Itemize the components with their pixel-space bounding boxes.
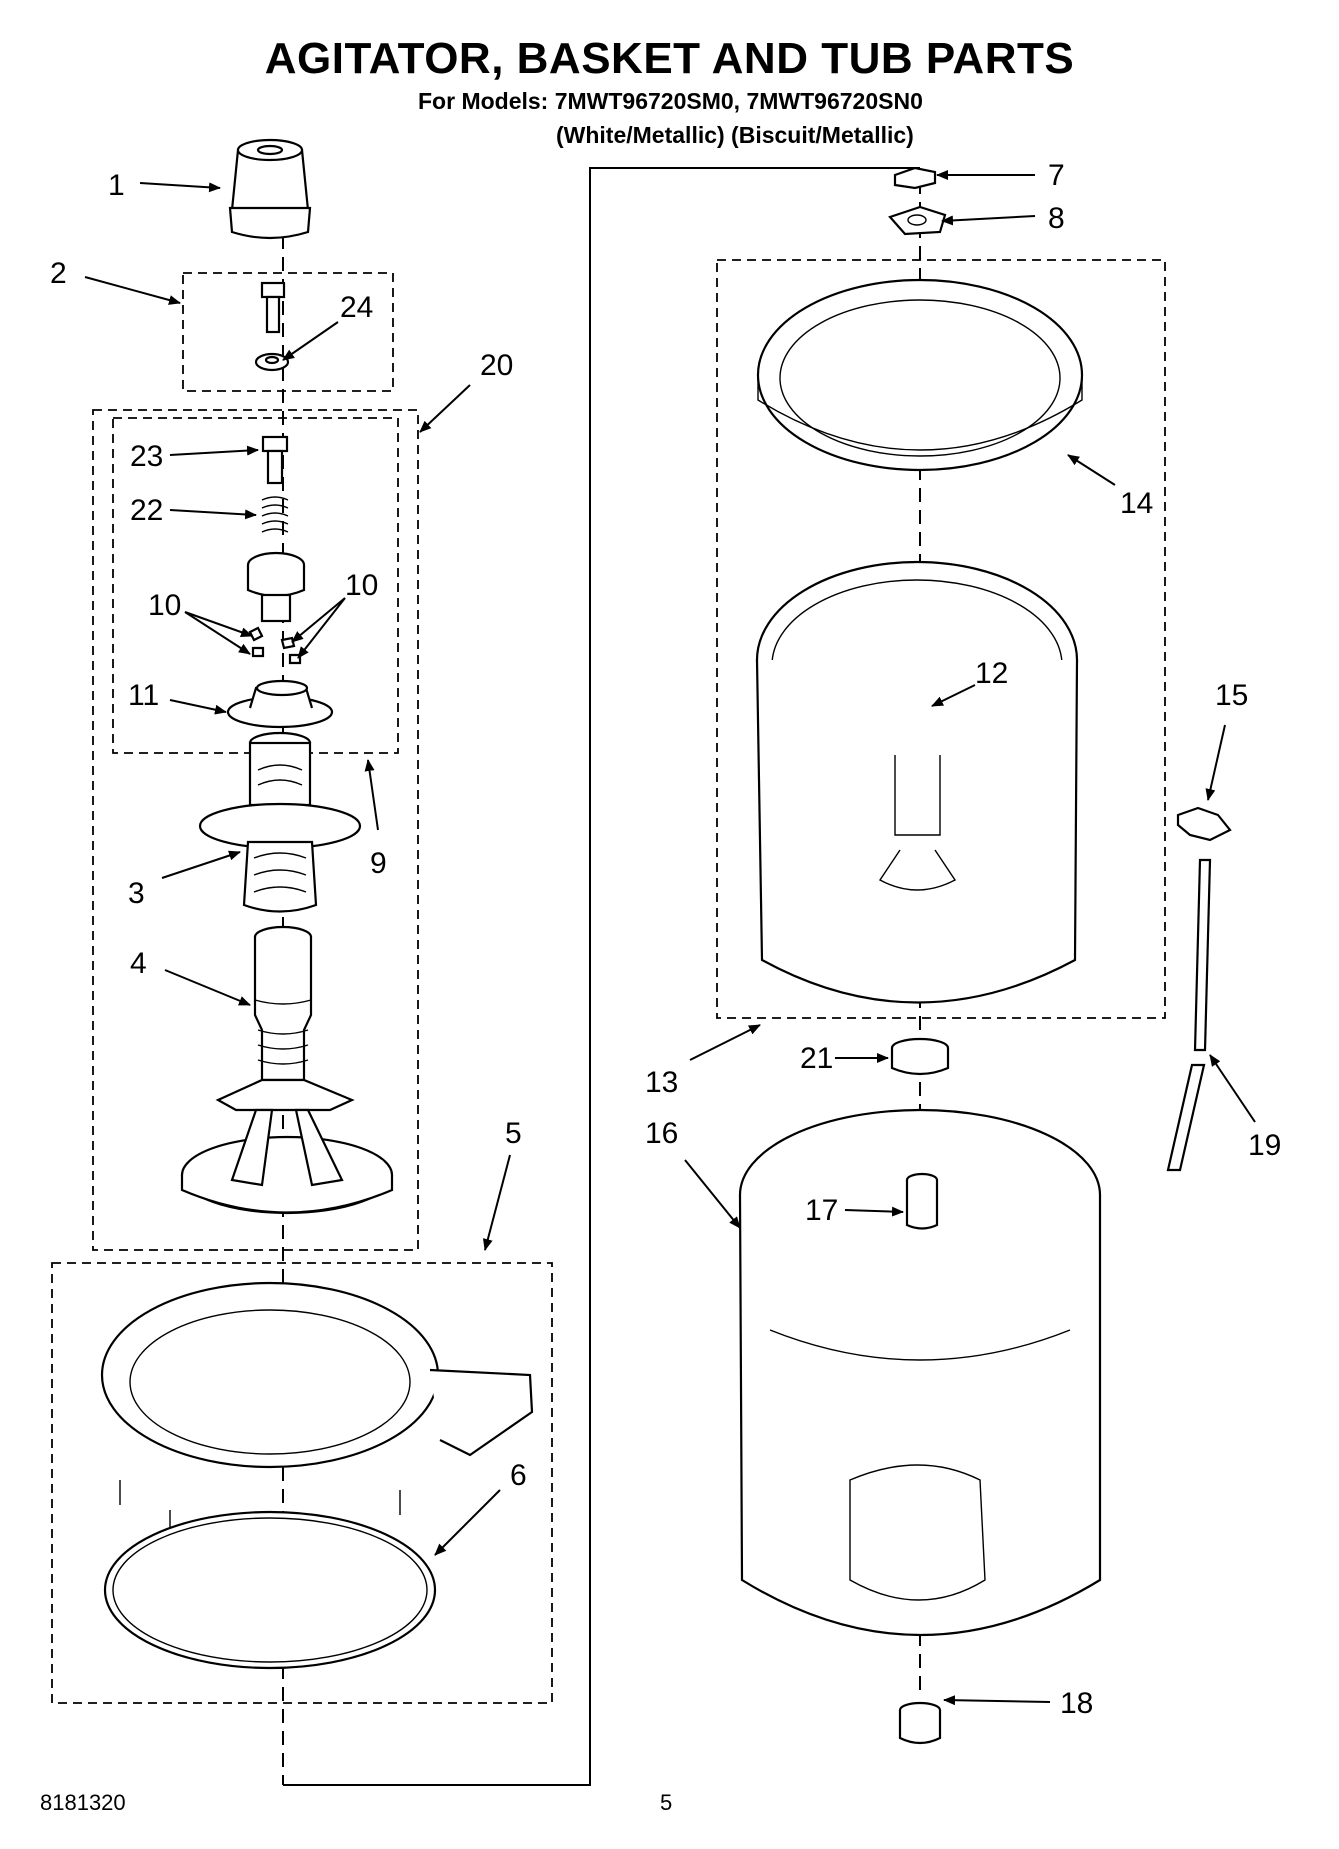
callout-6: 6 xyxy=(510,1459,527,1492)
leader-23 xyxy=(169,445,259,456)
callout-5: 5 xyxy=(505,1117,522,1150)
group-box-2 xyxy=(182,272,394,392)
leader-14 xyxy=(1067,454,1116,486)
part-21-clamp xyxy=(890,1037,950,1076)
group-box-20-outer xyxy=(92,409,419,1251)
leader-8 xyxy=(941,215,1036,226)
leader-9 xyxy=(364,759,379,831)
leader-18 xyxy=(943,1695,1051,1706)
callout-16: 16 xyxy=(645,1117,678,1150)
leader-5 xyxy=(482,1154,511,1251)
leader-15 xyxy=(1205,724,1226,801)
colors-line: (White/Metallic) (Biscuit/Metallic) xyxy=(556,122,914,148)
callout-1: 1 xyxy=(108,169,125,202)
callout-22: 22 xyxy=(130,494,163,527)
part-14-balance-ring xyxy=(756,278,1084,472)
group-box-5 xyxy=(51,1262,553,1704)
part-3-auger xyxy=(198,731,362,913)
part-22-spring xyxy=(261,496,289,533)
callout-10b: 10 xyxy=(345,569,378,602)
basket xyxy=(755,560,1079,1004)
leader-17 xyxy=(844,1206,904,1217)
part-16-outer-tub xyxy=(738,1108,1102,1637)
leader-11 xyxy=(169,699,227,715)
callout-18: 18 xyxy=(1060,1687,1093,1720)
callout-15: 15 xyxy=(1215,679,1248,712)
leader-3 xyxy=(161,850,241,879)
part-18-drain-plug xyxy=(898,1701,942,1745)
agitator-cam xyxy=(246,551,306,623)
callout-10a: 10 xyxy=(148,589,181,622)
leader-19 xyxy=(1209,1054,1256,1123)
part-8-washer xyxy=(888,205,947,236)
part-15-clip xyxy=(1176,806,1232,842)
part-5-tub-ring xyxy=(100,1281,534,1555)
callout-11: 11 xyxy=(128,679,159,712)
callout-4: 4 xyxy=(130,947,147,980)
callout-13: 13 xyxy=(645,1066,678,1099)
leader-4 xyxy=(164,969,251,1006)
part-17-hub xyxy=(905,1172,939,1230)
page-number: 5 xyxy=(660,1790,673,1815)
leader-12 xyxy=(931,684,976,707)
callout-23: 23 xyxy=(130,440,163,473)
part-11-cam-cover xyxy=(226,679,334,729)
connector-line xyxy=(283,167,920,1786)
callout-19: 19 xyxy=(1248,1129,1281,1162)
callout-14: 14 xyxy=(1120,487,1153,520)
callout-20: 20 xyxy=(480,349,513,382)
callout-9: 9 xyxy=(370,847,387,880)
callout-2: 2 xyxy=(50,257,67,290)
leader-10a-1 xyxy=(184,611,253,637)
document-number: 8181320 xyxy=(40,1790,126,1815)
group-box-13 xyxy=(716,259,1166,1019)
callout-7: 7 xyxy=(1048,159,1065,192)
part-1-agitator-cap xyxy=(228,138,312,240)
page-title: AGITATOR, BASKET AND TUB PARTS xyxy=(264,34,1075,83)
group-box-9 xyxy=(112,417,399,754)
leader-13 xyxy=(689,1024,761,1061)
leader-10a-2 xyxy=(184,611,251,655)
leader-24 xyxy=(282,321,339,361)
part-24-washer xyxy=(254,352,290,372)
leader-16 xyxy=(684,1159,741,1229)
callout-17: 17 xyxy=(805,1194,838,1227)
leader-6 xyxy=(434,1489,501,1556)
models-line: For Models: 7MWT96720SM0, 7MWT96720SN0 xyxy=(418,88,923,114)
callout-12: 12 xyxy=(975,657,1008,690)
callout-24: 24 xyxy=(340,291,373,324)
part-23-plunger xyxy=(261,435,289,485)
leader-2 xyxy=(84,276,181,305)
part-6-seal-ring xyxy=(103,1510,437,1670)
part-19-hose xyxy=(1166,858,1212,1172)
callout-3: 3 xyxy=(128,877,145,910)
leader-20 xyxy=(419,384,471,433)
leader-22 xyxy=(169,509,257,520)
callout-8: 8 xyxy=(1048,202,1065,235)
leader-1 xyxy=(139,182,221,193)
leader-10b-1 xyxy=(291,597,346,643)
part-10-dogs xyxy=(248,626,302,665)
part-2-bolt xyxy=(260,281,286,334)
leader-10b-2 xyxy=(297,597,346,659)
part-7-nut xyxy=(893,166,937,190)
callout-21: 21 xyxy=(800,1042,833,1075)
part-4-agitator-base xyxy=(180,925,394,1215)
